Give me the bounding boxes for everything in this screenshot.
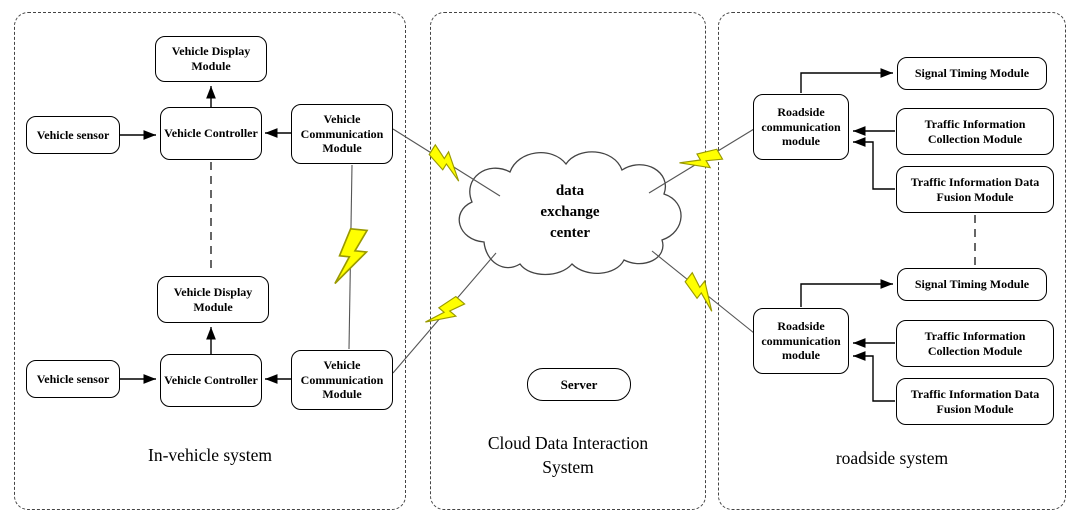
signal-timing-module-box-1: Signal Timing Module xyxy=(897,57,1047,90)
roadside-system-label: roadside system xyxy=(835,448,949,468)
cloud-data-interaction-system-label: Cloud Data Interaction System xyxy=(487,433,649,477)
vehicle-display-module-box-2: Vehicle Display Module xyxy=(157,276,269,323)
vehicle-sensor-box-2: Vehicle sensor xyxy=(26,360,120,398)
data-exchange-center-label: data exchange center xyxy=(540,183,600,241)
server-box: Server xyxy=(527,368,631,401)
traffic-information-data-fusion-module-box-1: Traffic Information Data Fusion Module xyxy=(896,166,1054,213)
traffic-information-collection-module-box-2: Traffic Information Collection Module xyxy=(896,320,1054,367)
roadside-communication-module-box-1: Roadside communication module xyxy=(753,94,849,160)
vehicle-sensor-box-1: Vehicle sensor xyxy=(26,116,120,154)
vehicle-communication-module-box-1: Vehicle Communication Module xyxy=(291,104,393,164)
traffic-information-collection-module-box-1: Traffic Information Collection Module xyxy=(896,108,1054,155)
vehicle-communication-module-box-2: Vehicle Communication Module xyxy=(291,350,393,410)
traffic-information-data-fusion-module-box-2: Traffic Information Data Fusion Module xyxy=(896,378,1054,425)
vehicle-display-module-box-1: Vehicle Display Module xyxy=(155,36,267,82)
vehicle-controller-box-2: Vehicle Controller xyxy=(160,354,262,407)
in-vehicle-system-panel xyxy=(14,12,406,510)
in-vehicle-system-label: In-vehicle system xyxy=(148,445,272,465)
vehicle-controller-box-1: Vehicle Controller xyxy=(160,107,262,160)
signal-timing-module-box-2: Signal Timing Module xyxy=(897,268,1047,301)
roadside-communication-module-box-2: Roadside communication module xyxy=(753,308,849,374)
